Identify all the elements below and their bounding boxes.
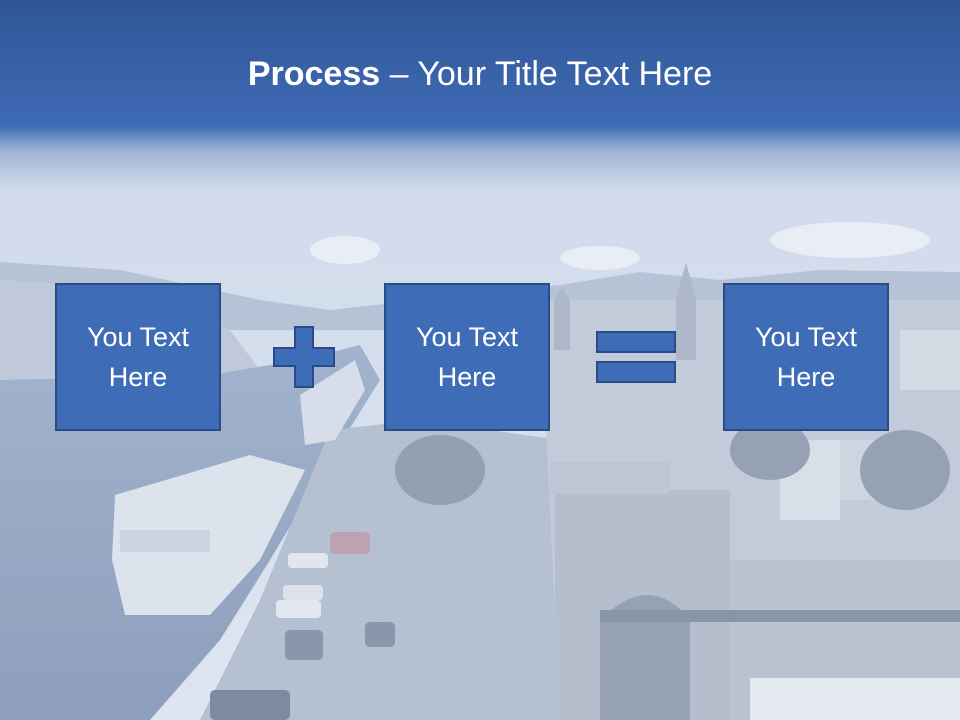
process-box-2: You Text Here [384, 283, 550, 431]
box-2-line-2: Here [437, 362, 497, 392]
box-3-line-1: You Text [754, 322, 858, 352]
box-1-line-1: You Text [86, 322, 190, 352]
box-1-line-2: Here [108, 362, 168, 392]
slide-title: Process – Your Title Text Here [0, 52, 960, 96]
title-rest: – Your Title Text Here [380, 55, 713, 93]
equals-icon [596, 331, 676, 383]
box-2-line-1: You Text [415, 322, 519, 352]
title-band [0, 0, 960, 190]
process-box-1: You Text Here [55, 283, 221, 431]
process-box-3: You Text Here [723, 283, 889, 431]
plus-icon [273, 326, 335, 388]
title-bold: Process [247, 55, 381, 93]
box-3-line-2: Here [776, 362, 836, 392]
